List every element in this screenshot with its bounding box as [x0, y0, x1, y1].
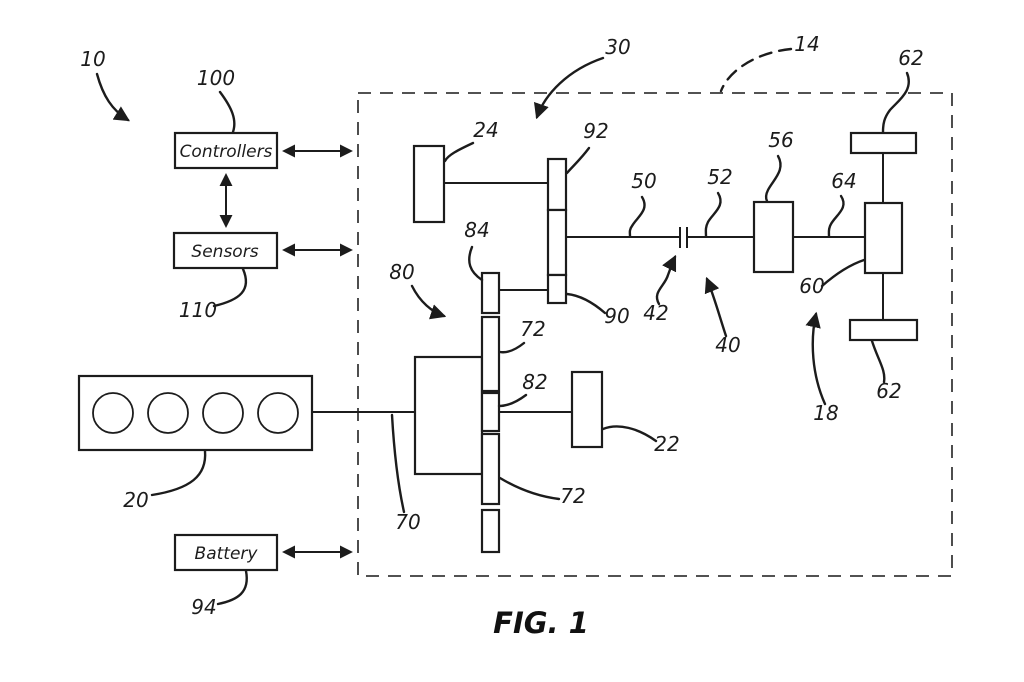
ref-label-82: 82	[522, 370, 547, 394]
ref-label-64: 64	[831, 169, 856, 193]
leader-100	[218, 90, 236, 134]
ref-label-62-top: 62	[898, 46, 923, 70]
leader-arrow-80	[410, 284, 447, 320]
leader-arrow-42	[655, 254, 677, 306]
leader-72-upper	[498, 341, 526, 354]
ref-label-24: 24	[473, 118, 498, 142]
engine-cylinder-2	[147, 392, 189, 434]
ref-label-110: 110	[179, 298, 217, 322]
ref-label-72-upper: 72	[520, 317, 545, 341]
ref-label-14: 14	[794, 32, 819, 56]
ref-label-80: 80	[389, 260, 414, 284]
ref-label-56: 56	[768, 128, 793, 152]
leader-24	[443, 141, 475, 163]
leader-72-lower	[498, 476, 561, 501]
engine-cylinder-1	[92, 392, 134, 434]
gear-stack-segment-bottom	[480, 508, 501, 554]
wheel-top	[849, 131, 918, 155]
control-section: Controllers Sensors Battery	[172, 131, 353, 572]
ref-label-84: 84	[464, 218, 489, 242]
ref-label-94: 94	[191, 595, 216, 619]
ref-label-70: 70	[395, 510, 420, 534]
leader-arrow-40	[704, 276, 728, 338]
leader-56	[764, 154, 782, 203]
gear-column-segment-90	[546, 273, 568, 305]
controllers-box	[173, 131, 279, 170]
leader-arrow-10	[95, 72, 130, 122]
driveline-dashed-boundary	[357, 92, 953, 577]
gearbox-56-box	[752, 200, 795, 274]
gear-column-segment-mid	[546, 208, 568, 277]
battery-box	[173, 533, 279, 572]
leader-84	[468, 245, 484, 282]
transmission	[412, 144, 604, 554]
leader-arrow-30	[533, 56, 605, 120]
leader-64	[827, 194, 845, 238]
leader-90	[565, 292, 607, 315]
gear-column-segment-92	[546, 157, 568, 212]
leader-94	[216, 569, 248, 606]
device-22-box	[570, 370, 604, 449]
ref-label-90: 90	[604, 304, 629, 328]
ref-label-60: 60	[799, 274, 824, 298]
leader-70	[390, 413, 406, 514]
ref-label-92: 92	[583, 119, 608, 143]
engine-box	[77, 374, 314, 452]
gear-stack-segment-84	[480, 271, 501, 315]
ref-label-62-bottom: 62	[876, 379, 901, 403]
leader-110	[212, 267, 248, 308]
engine-cylinder-4	[257, 392, 299, 434]
leader-22	[601, 425, 658, 443]
leader-arrow-18	[805, 311, 827, 406]
leader-52	[704, 191, 722, 238]
leader-dashed-14	[719, 47, 793, 93]
ref-label-42: 42	[643, 301, 668, 325]
gear-stack-segment-72-lower	[480, 432, 501, 506]
leader-62-bottom	[870, 339, 886, 384]
ref-label-30: 30	[605, 35, 630, 59]
wheel-bottom	[848, 318, 919, 342]
ref-label-100: 100	[197, 66, 235, 90]
leader-60	[820, 258, 866, 288]
leader-62-top	[881, 71, 910, 134]
motor-24-box	[412, 144, 446, 224]
transmission-housing	[413, 355, 484, 476]
ref-label-50: 50	[631, 169, 656, 193]
sensors-label: Sensors	[191, 242, 258, 262]
ref-label-18: 18	[813, 401, 838, 425]
leader-lines	[95, 47, 910, 606]
ref-label-20: 20	[123, 488, 148, 512]
leader-82	[497, 393, 528, 408]
ref-label-22: 22	[654, 432, 679, 456]
engine-cylinder-3	[202, 392, 244, 434]
leader-92	[565, 146, 591, 175]
differential-60-box	[863, 201, 904, 275]
gear-stack-segment-72-upper	[480, 315, 501, 393]
ref-label-72-lower: 72	[560, 484, 585, 508]
reference-numerals: 10 100 110 20 94 30 14 24 92 50 52 56 64…	[80, 32, 923, 619]
driveshaft-rear-drive	[566, 131, 919, 342]
controllers-label: Controllers	[180, 142, 273, 162]
sensors-box	[172, 231, 279, 270]
gear-stack-segment-82	[480, 391, 501, 433]
ref-label-52: 52	[707, 165, 732, 189]
figure-caption: FIG. 1	[493, 606, 589, 640]
leader-50	[628, 195, 646, 238]
battery-label: Battery	[195, 544, 259, 564]
ref-label-40: 40	[715, 333, 740, 357]
engine	[77, 374, 415, 452]
ref-label-10: 10	[80, 47, 105, 71]
leader-20	[150, 449, 207, 497]
